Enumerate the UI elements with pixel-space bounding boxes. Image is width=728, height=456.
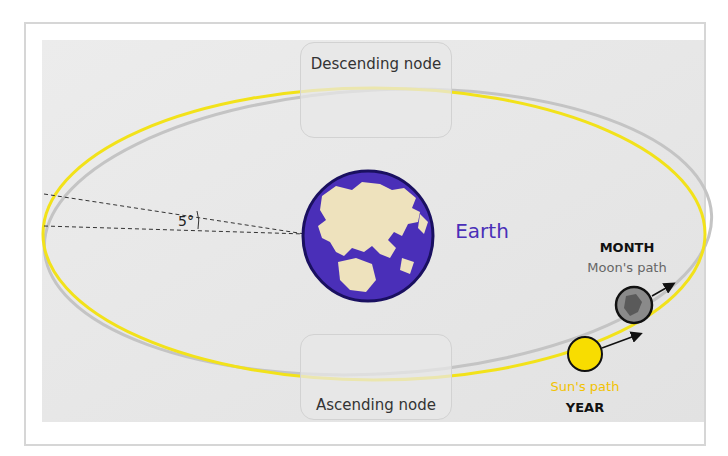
moon (616, 287, 652, 323)
continent (338, 258, 376, 292)
earth-globe (303, 171, 433, 301)
angle-line (44, 226, 305, 234)
angle-line (44, 194, 305, 234)
path-label: Moon's path (587, 261, 666, 276)
sun (568, 337, 602, 371)
earth-label: Earth (455, 220, 509, 243)
node-label: Ascending node (301, 396, 451, 414)
angle-arc (197, 211, 199, 229)
node-box: Descending node (300, 42, 452, 138)
moon-surface (624, 294, 642, 316)
continent (318, 182, 420, 258)
path-label: Sun's path (551, 380, 620, 395)
moon-motion-arrow (652, 284, 673, 296)
continent (400, 258, 414, 274)
period-label: YEAR (566, 401, 604, 416)
continent (418, 214, 428, 234)
node-box: Ascending node (300, 334, 452, 420)
sun-motion-arrow (602, 334, 640, 348)
diagram-ground (42, 40, 704, 422)
period-label: MONTH (600, 241, 655, 256)
angle-label: 5° (178, 213, 194, 229)
node-label: Descending node (301, 55, 451, 73)
